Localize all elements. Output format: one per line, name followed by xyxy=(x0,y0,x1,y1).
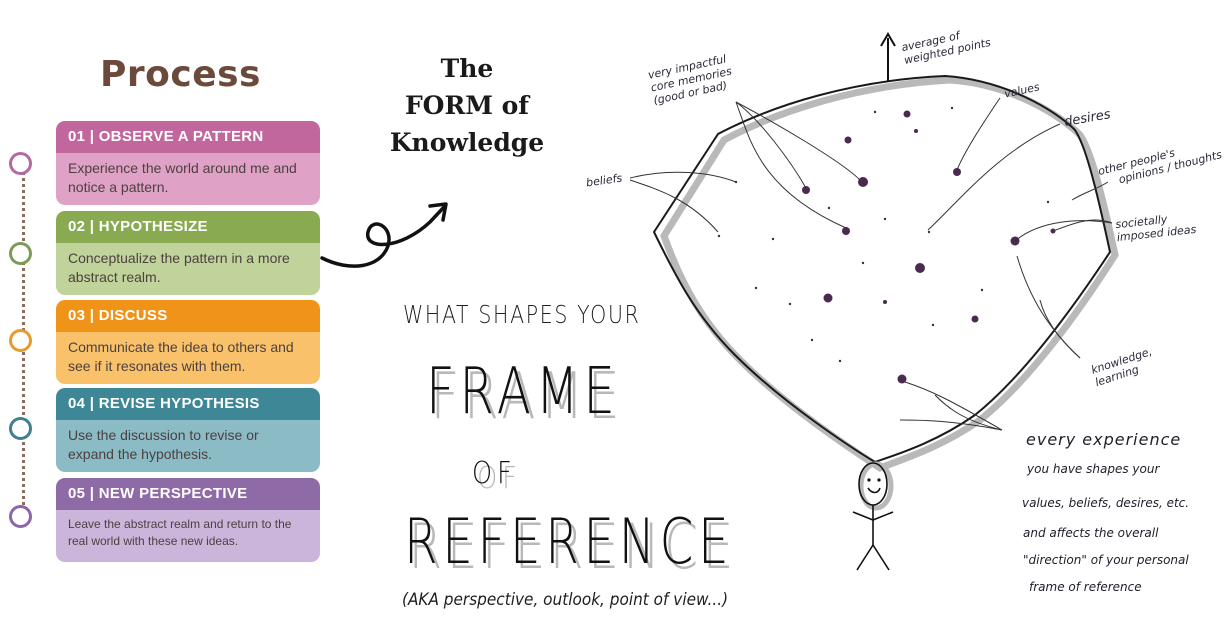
step-revise-hypothesis: 04 | REVISE HYPOTHESIS Use the discussio… xyxy=(56,388,320,472)
frame-word: FRAME xyxy=(426,355,620,429)
form-title-line-3: Knowledge xyxy=(389,128,545,157)
what-shapes-your-heading: WHAT SHAPES YOUR xyxy=(403,300,641,329)
step-discuss: 03 | DISCUSS Communicate the idea to oth… xyxy=(56,300,320,384)
note-line-5: "direction" of your personal xyxy=(1023,553,1189,567)
curly-arrow-icon xyxy=(320,204,447,268)
frame-shape xyxy=(652,74,1112,464)
of-word: OF xyxy=(472,456,517,491)
timeline-dot-3 xyxy=(9,329,32,352)
annotation-lines xyxy=(629,97,1113,431)
step-label: 05 | NEW PERSPECTIVE xyxy=(56,478,320,510)
arrow-head-icon xyxy=(428,202,448,222)
note-line-1: every experience xyxy=(1026,430,1182,449)
aka-subtitle: (AKA perspective, outlook, point of view… xyxy=(402,590,729,610)
step-new-perspective: 05 | NEW PERSPECTIVE Leave the abstract … xyxy=(56,478,320,562)
note-line-3: values, beliefs, desires, etc. xyxy=(1022,496,1190,510)
step-observe-pattern: 01 | OBSERVE A PATTERN Experience the wo… xyxy=(56,121,320,205)
step-label: 03 | DISCUSS xyxy=(56,300,320,332)
form-of-knowledge-title: The FORM of Knowledge xyxy=(352,50,582,161)
form-title-line-1: The xyxy=(440,54,494,83)
stick-figure-icon xyxy=(852,461,894,571)
process-title: Process xyxy=(100,54,261,95)
step-hypothesize: 02 | HYPOTHESIZE Conceptualize the patte… xyxy=(56,211,320,295)
frame-shape-shadow xyxy=(660,76,1119,472)
step-text: Experience the world around me and notic… xyxy=(56,153,320,205)
small-points xyxy=(717,106,1050,363)
step-text: Use the discussion to revise or expand t… xyxy=(56,420,320,472)
step-label: 01 | OBSERVE A PATTERN xyxy=(56,121,320,153)
note-line-4: and affects the overall xyxy=(1023,526,1159,540)
timeline-dot-2 xyxy=(9,242,32,265)
step-label: 04 | REVISE HYPOTHESIS xyxy=(56,388,320,420)
form-title-line-2: FORM of xyxy=(404,91,530,120)
note-line-2: you have shapes your xyxy=(1027,462,1160,476)
step-text: Communicate the idea to others and see i… xyxy=(56,332,320,384)
average-arrow-icon xyxy=(880,32,896,47)
note-line-6: frame of reference xyxy=(1029,580,1142,594)
weighted-points xyxy=(802,110,1056,384)
step-text: Conceptualize the pattern in a more abst… xyxy=(56,243,320,295)
timeline-dot-1 xyxy=(9,152,32,175)
reference-word: REFERENCE xyxy=(404,505,734,578)
timeline-dot-5 xyxy=(9,505,32,528)
timeline-dot-4 xyxy=(9,417,32,440)
step-text: Leave the abstract realm and return to t… xyxy=(56,510,320,562)
step-label: 02 | HYPOTHESIZE xyxy=(56,211,320,243)
